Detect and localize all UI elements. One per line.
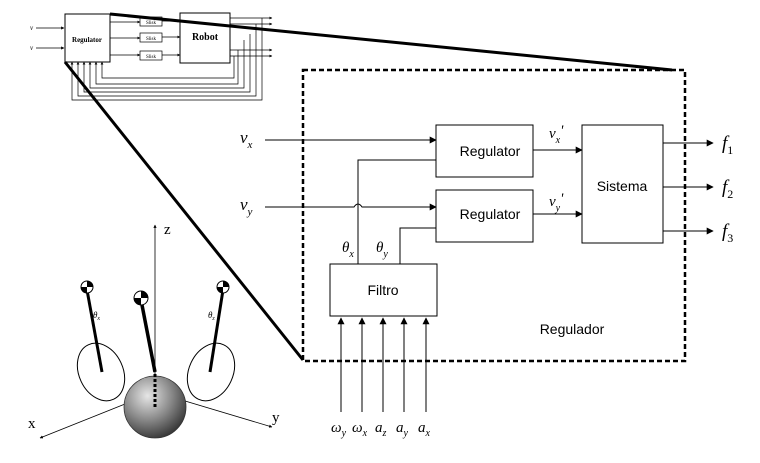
filter-input-a-y: ay <box>396 420 409 439</box>
thumb-block-2 <box>139 32 163 43</box>
label-theta-y: θy <box>376 240 388 260</box>
thumb-input-2: v <box>30 44 34 52</box>
sistema-label: Sistema <box>597 178 648 194</box>
label-theta-x: θx <box>342 240 354 260</box>
filter-input-omega-x: ωx <box>352 420 368 439</box>
zoom-line-bottom <box>63 61 305 361</box>
thumb-regulator-label: Regulator <box>72 36 102 44</box>
robot-body <box>140 304 157 373</box>
thumb-block-3 <box>139 50 163 61</box>
output-f1: f1 <box>722 133 733 157</box>
theta-left-label: θx <box>93 310 100 322</box>
arrow-vy <box>265 203 437 211</box>
theta-right-label: θz <box>208 310 215 322</box>
filter-input-omega-y: ωy <box>331 420 347 439</box>
input-vx: vx <box>240 128 253 151</box>
thumb-input-1: v <box>30 24 34 32</box>
regulator-y-label: Regulator <box>460 206 521 222</box>
thumb-block-2-label: Slisk <box>146 37 157 42</box>
thumb-block-3-label: Slisk <box>146 55 157 60</box>
filter-input-a-z: az <box>375 420 387 439</box>
thumbnail-diagram: v v Regulator Slisk Slisk Slisk Robot <box>30 12 273 101</box>
regulador-caption: Regulador <box>540 321 605 337</box>
axis-x-label: x <box>28 416 36 432</box>
filter-input-a-x: ax <box>418 420 431 439</box>
thumb-robot-label: Robot <box>192 32 219 43</box>
label-vy-prime: vy' <box>549 191 564 214</box>
filtro-box <box>329 263 438 317</box>
regulator-x-box <box>435 124 534 178</box>
regulator-y-box <box>435 189 534 243</box>
regulator-dashed-box <box>301 68 687 363</box>
theta-x-line <box>357 159 436 264</box>
sistema-box <box>581 124 664 244</box>
output-f3: f3 <box>722 221 733 245</box>
axis-y-label: y <box>272 410 280 426</box>
robot-sketch: z x y θx θz <box>28 222 280 439</box>
regulator-x-label: Regulator <box>460 143 521 159</box>
label-vx-prime: vx' <box>549 123 564 146</box>
thumb-block-1-label: Slisk <box>146 21 157 26</box>
zoom-line-top <box>109 12 673 72</box>
filtro-label: Filtro <box>367 282 398 298</box>
theta-y-line <box>399 227 436 264</box>
axis-z-label: z <box>164 222 171 238</box>
output-f2: f2 <box>722 177 733 201</box>
input-vy: vy <box>240 195 253 218</box>
